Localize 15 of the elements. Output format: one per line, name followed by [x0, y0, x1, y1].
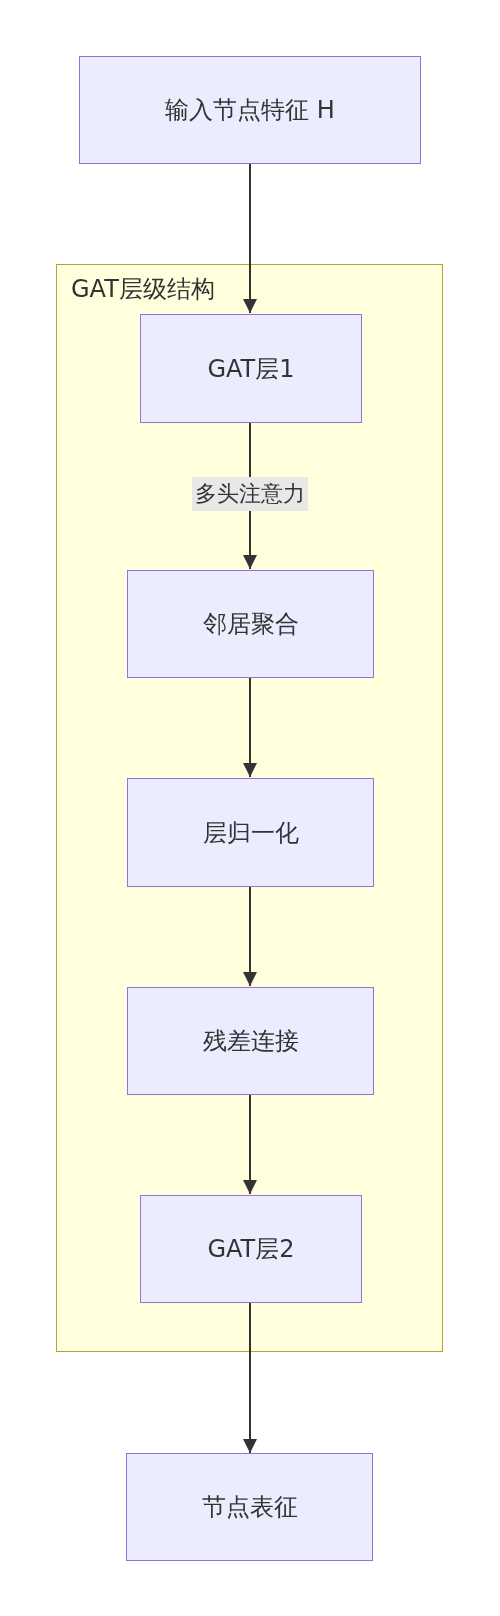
edge-label: 多头注意力	[192, 476, 308, 511]
arrow	[243, 163, 257, 314]
process-box: 层归一化	[127, 778, 374, 887]
process-box: 输入节点特征 H	[79, 56, 421, 164]
arrow	[243, 676, 257, 778]
arrow	[243, 885, 257, 987]
process-box: 节点表征	[126, 1453, 373, 1561]
process-box: GAT层2	[140, 1195, 362, 1303]
group-box	[56, 264, 443, 1352]
process-box: 邻居聚合	[127, 570, 374, 678]
arrow	[243, 1301, 257, 1454]
process-box: GAT层1	[140, 314, 362, 423]
group-title: GAT层级结构	[71, 274, 215, 305]
process-box: 残差连接	[127, 987, 374, 1095]
arrow	[243, 1093, 257, 1195]
